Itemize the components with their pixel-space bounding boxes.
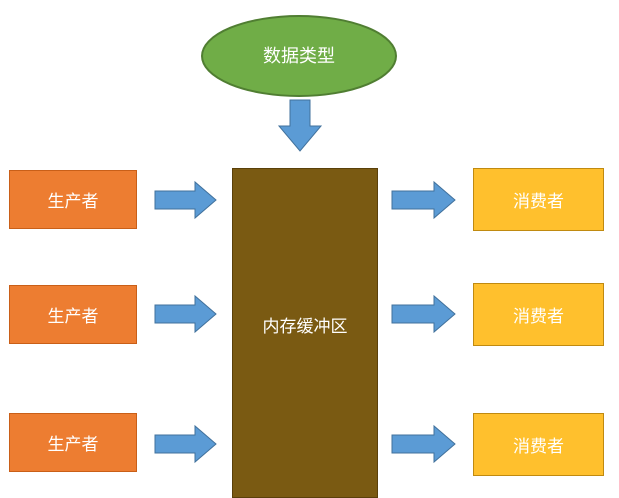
memory-buffer-label: 内存缓冲区 [262,317,348,337]
consumer-box-3: 消费者 [473,413,604,476]
right-arrow-icon [154,424,217,464]
producer-box-2: 生产者 [9,285,137,344]
right-arrow-icon [391,424,456,464]
producer-box-1: 生产者 [9,170,137,229]
data-type-ellipse [201,15,397,97]
down-arrow-icon [277,99,323,152]
data-type-label: 数据类型 [263,46,335,67]
right-arrow-icon [154,294,217,334]
producer-label: 生产者 [47,435,99,455]
right-arrow-icon [391,294,456,334]
producer-label: 生产者 [47,192,99,212]
right-arrow-icon [154,180,217,220]
consumer-label: 消费者 [513,307,564,327]
consumer-label: 消费者 [513,192,564,212]
producer-label: 生产者 [47,307,99,327]
consumer-box-1: 消费者 [473,168,604,231]
right-arrow-icon [391,180,456,220]
consumer-box-2: 消费者 [473,283,604,346]
memory-buffer-box [232,168,378,498]
producer-box-3: 生产者 [9,413,137,472]
consumer-label: 消费者 [513,437,564,457]
